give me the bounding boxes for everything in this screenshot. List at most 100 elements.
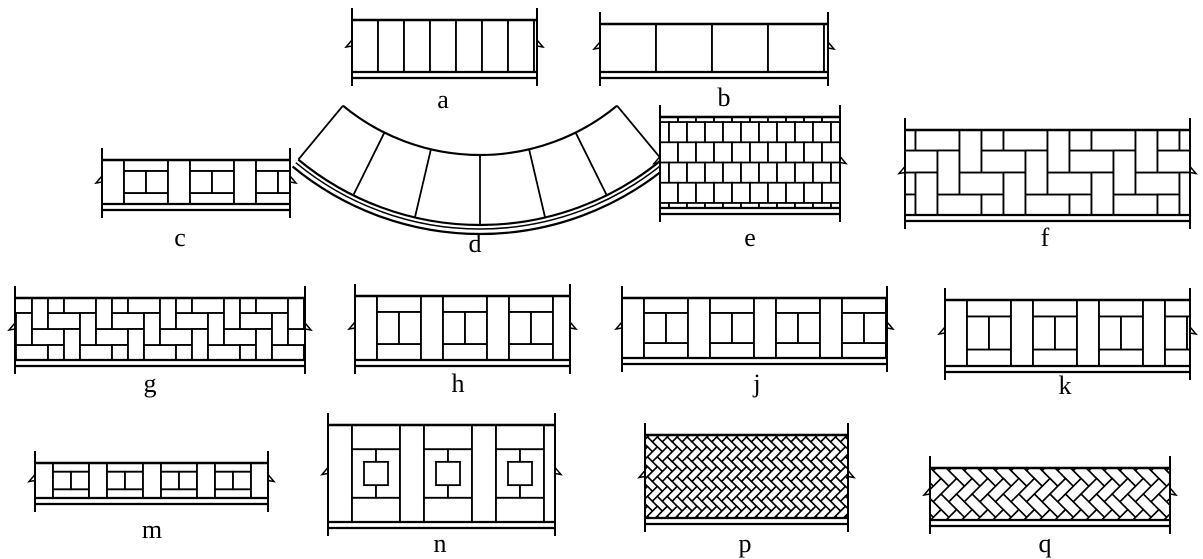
brick-field [600, 24, 828, 72]
brick [106, 470, 126, 491]
brick [1002, 171, 1027, 215]
brick [1017, 508, 1044, 520]
brick [905, 149, 939, 174]
brick [1186, 315, 1190, 351]
brick [398, 311, 422, 345]
brick [841, 298, 887, 314]
brick [1002, 508, 1028, 520]
brick [731, 312, 755, 344]
arc-line [291, 165, 669, 236]
brick [189, 170, 213, 194]
brick [914, 130, 961, 152]
brick-field [35, 463, 268, 498]
brick [159, 328, 193, 346]
brick [841, 312, 865, 344]
panel-d: d [291, 104, 669, 258]
break-mark-icon [304, 322, 313, 335]
brick [1068, 130, 1093, 152]
brick [486, 296, 510, 360]
panel-n: n [320, 413, 563, 558]
panel-label: e [744, 223, 756, 252]
brick [106, 488, 144, 498]
brick [966, 315, 990, 351]
brick [543, 425, 555, 522]
brick [1134, 171, 1181, 196]
brick [232, 470, 252, 491]
panel-label: j [752, 369, 760, 398]
brick [376, 296, 422, 313]
brick [52, 488, 90, 498]
brick [442, 296, 488, 313]
brick [495, 425, 545, 451]
brick [495, 496, 545, 522]
brick [687, 298, 711, 358]
panel-label: h [452, 369, 465, 398]
brick [665, 312, 689, 344]
brick [1157, 508, 1170, 520]
brick [1112, 193, 1159, 215]
break-mark-icon [347, 321, 356, 334]
edge-line [352, 132, 386, 196]
brick [622, 298, 645, 358]
brick [420, 296, 444, 360]
panel-m: m [27, 451, 276, 544]
break-mark-icon [886, 321, 895, 334]
brick [399, 425, 425, 522]
brick [753, 298, 777, 358]
brick [1134, 130, 1159, 174]
brick [1098, 348, 1144, 366]
brick [966, 348, 1012, 366]
brick [160, 463, 198, 473]
brick [403, 20, 431, 72]
brick [435, 460, 461, 487]
brick [233, 160, 257, 204]
brick [111, 312, 145, 330]
brick [423, 425, 473, 451]
edge-line [528, 149, 546, 218]
brick [1002, 130, 1049, 152]
break-mark-icon [7, 322, 16, 335]
brick [1079, 508, 1106, 520]
panel-label: p [739, 529, 752, 558]
brick [1156, 193, 1181, 215]
brick [377, 20, 405, 72]
break-mark-icon [94, 175, 103, 188]
brick [1024, 193, 1071, 215]
brick [767, 24, 825, 72]
brick [508, 296, 554, 313]
brick [142, 463, 162, 498]
brick [63, 298, 97, 314]
panel-label: f [1041, 223, 1050, 252]
brick [821, 181, 840, 208]
brick [643, 342, 689, 358]
brick [351, 496, 401, 522]
brick [655, 24, 713, 72]
brick [47, 344, 65, 360]
brick-field [102, 160, 290, 204]
brick [971, 508, 997, 520]
brick [95, 328, 129, 346]
brick [47, 312, 81, 330]
brick [178, 470, 198, 491]
brick-field [355, 296, 570, 360]
brick [481, 20, 509, 72]
break-mark-icon [922, 487, 931, 500]
brick [175, 312, 209, 330]
brick [376, 343, 422, 360]
brick [1095, 508, 1122, 520]
break-mark-icon [652, 156, 661, 169]
brick [175, 344, 193, 360]
panel-label: q [1039, 529, 1052, 558]
brick [271, 344, 305, 360]
edge-line [574, 132, 608, 196]
break-mark-icon [1169, 487, 1178, 500]
brick [711, 24, 769, 72]
brick [1164, 300, 1190, 318]
brick [1178, 130, 1190, 152]
brick [1098, 300, 1144, 318]
brick [160, 488, 198, 498]
brick [966, 300, 1012, 318]
brick [507, 20, 535, 72]
brick [255, 192, 290, 204]
brick [1126, 508, 1153, 520]
